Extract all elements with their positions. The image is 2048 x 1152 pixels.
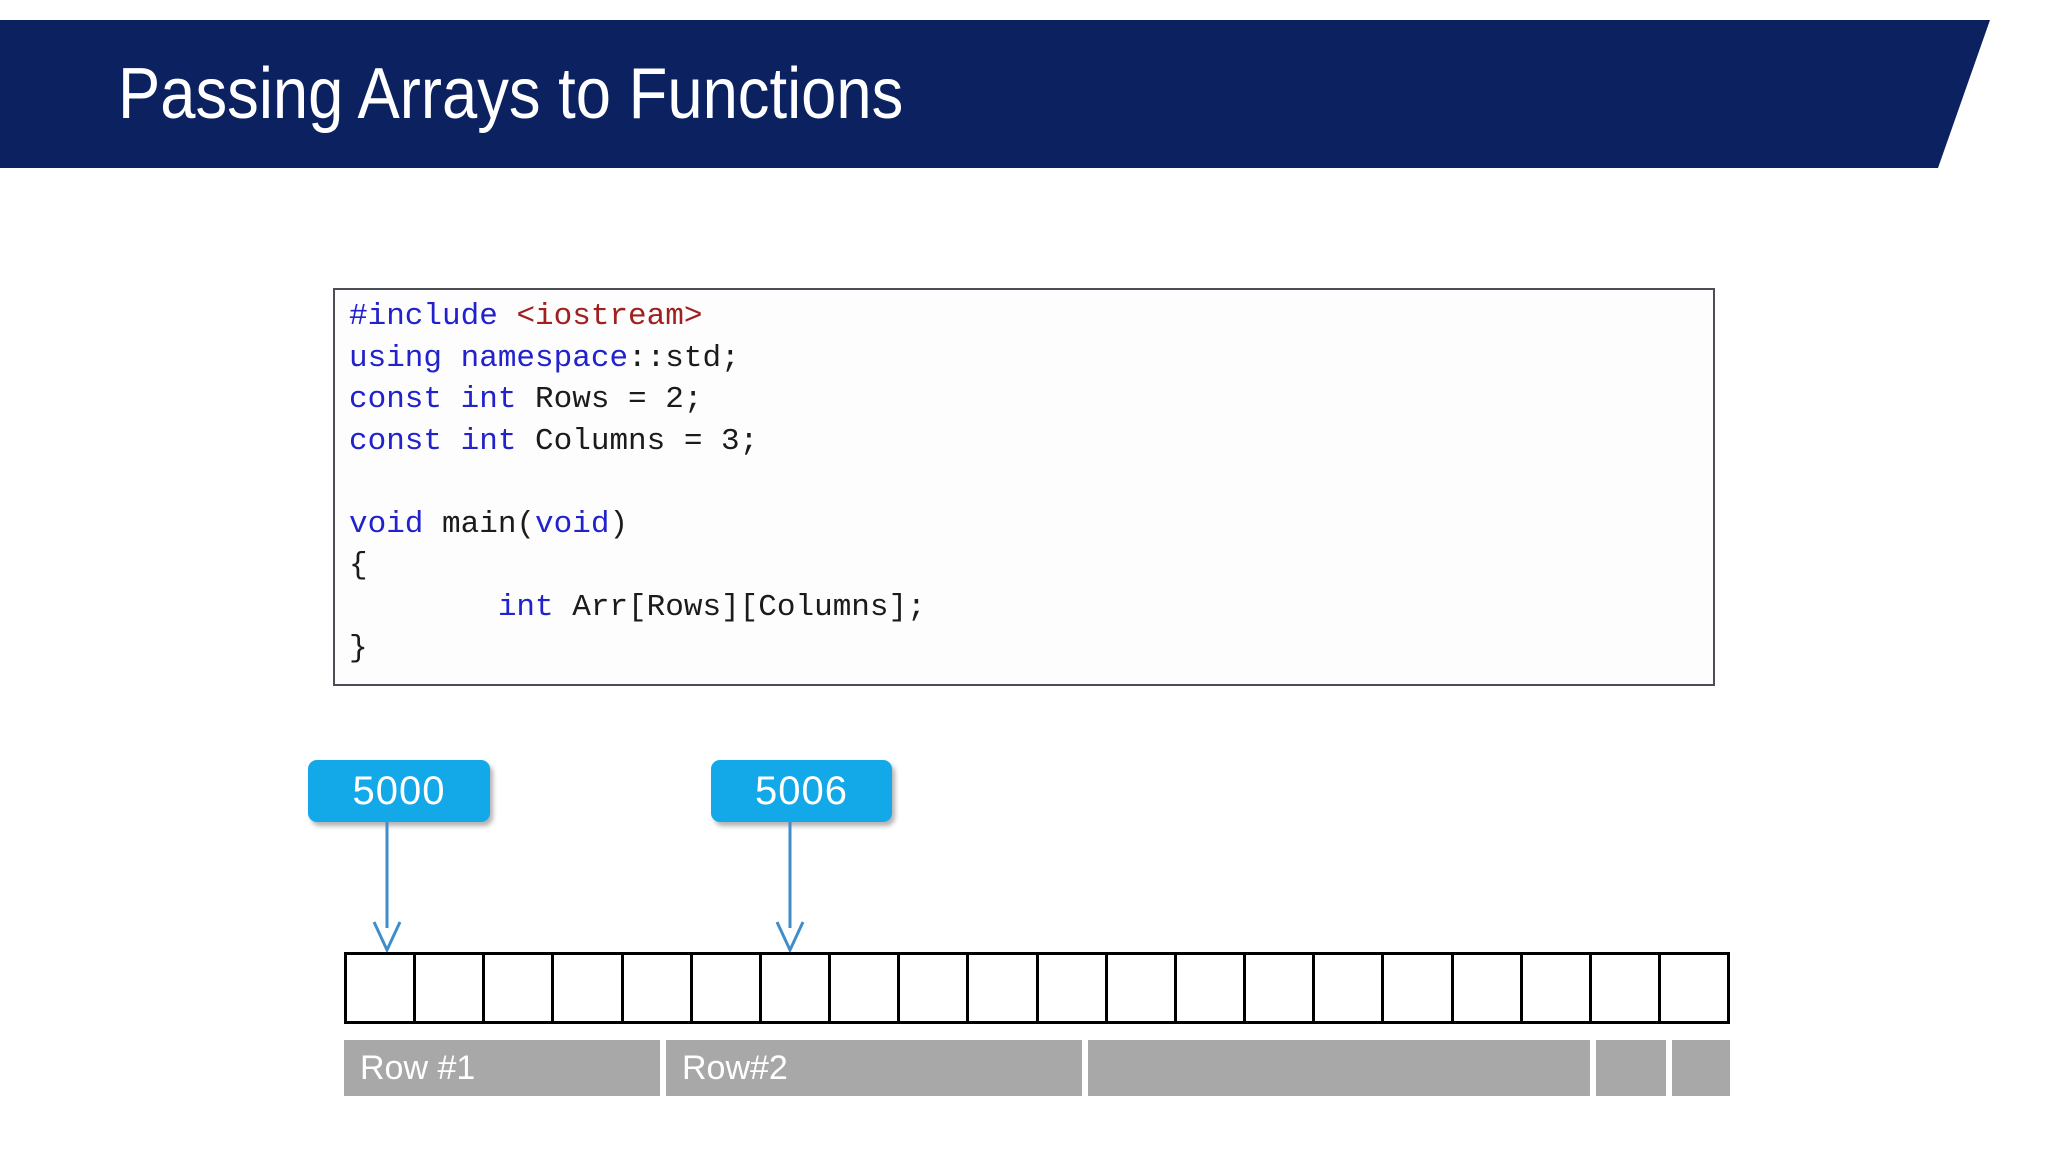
code-token: )	[609, 506, 629, 542]
code-token: using namespace	[349, 340, 629, 376]
code-token	[349, 590, 498, 625]
address-callout-label: 5006	[755, 768, 848, 813]
code-token: int	[497, 589, 573, 625]
memory-cell[interactable]	[347, 955, 417, 1021]
code-token: }	[349, 631, 368, 666]
code-token: Rows = 2;	[535, 382, 703, 417]
memory-cell[interactable]	[969, 955, 1039, 1021]
memory-cell[interactable]	[1107, 955, 1177, 1021]
code-line: const int Columns = 3;	[349, 421, 926, 463]
row-label-text: Row #1	[360, 1048, 476, 1087]
memory-cell[interactable]	[416, 955, 486, 1021]
memory-cell[interactable]	[1660, 955, 1728, 1021]
code-token: Arr[Rows][Columns];	[572, 589, 926, 625]
code-block-container	[333, 288, 1715, 686]
memory-cell[interactable]	[1038, 955, 1108, 1021]
address-callout-label: 5000	[352, 768, 446, 813]
row-spacer-bar	[1672, 1040, 1730, 1096]
code-line: }	[349, 628, 926, 670]
memory-cell[interactable]	[1315, 955, 1385, 1021]
code-line: using namespace::std;	[349, 338, 926, 380]
memory-cell[interactable]	[1591, 955, 1661, 1021]
code-token: #include	[349, 299, 517, 334]
code-line: #include <iostream>	[349, 296, 926, 338]
memory-cell[interactable]	[1246, 955, 1316, 1021]
row-label-bars: Row #1 Row#2	[344, 1040, 1730, 1096]
code-token: <iostream>	[516, 299, 703, 334]
memory-cell[interactable]	[1453, 955, 1523, 1021]
code-token: Columns = 3;	[535, 423, 759, 459]
code-token: const int	[349, 423, 536, 459]
code-token: ::std;	[628, 340, 740, 376]
row-label-bar: Row#2	[666, 1040, 1082, 1096]
row-spacer-bar	[1596, 1040, 1666, 1096]
memory-cell[interactable]	[623, 955, 693, 1021]
memory-cell[interactable]	[692, 955, 762, 1021]
row-label-text: Row#2	[682, 1048, 788, 1087]
code-listing: #include <iostream>using namespace::std;…	[349, 296, 926, 670]
memory-cell[interactable]	[1384, 955, 1454, 1021]
page-title: Passing Arrays to Functions	[118, 54, 904, 134]
code-token: void	[535, 506, 610, 542]
code-line	[349, 462, 926, 504]
memory-cell[interactable]	[485, 955, 555, 1021]
code-token: const int	[349, 382, 536, 417]
memory-cell[interactable]	[1522, 955, 1592, 1021]
code-token: main(	[442, 506, 536, 542]
memory-cell[interactable]	[1176, 955, 1247, 1021]
memory-cell-grid	[344, 952, 1730, 1024]
code-line: {	[349, 545, 926, 587]
memory-cell[interactable]	[831, 955, 901, 1021]
code-line: int Arr[Rows][Columns];	[349, 587, 926, 629]
address-callout-5006[interactable]: 5006	[711, 760, 892, 822]
code-token: void	[349, 506, 443, 542]
memory-cell[interactable]	[761, 955, 832, 1021]
memory-cell[interactable]	[900, 955, 970, 1021]
row-label-bar: Row #1	[344, 1040, 660, 1096]
title-banner	[0, 20, 1990, 168]
memory-cell[interactable]	[554, 955, 624, 1021]
code-token: {	[349, 548, 368, 583]
code-line: const int Rows = 2;	[349, 379, 926, 421]
address-callout-5000[interactable]: 5000	[308, 760, 490, 822]
row-spacer-bar	[1088, 1040, 1590, 1096]
code-line: void main(void)	[349, 504, 926, 546]
